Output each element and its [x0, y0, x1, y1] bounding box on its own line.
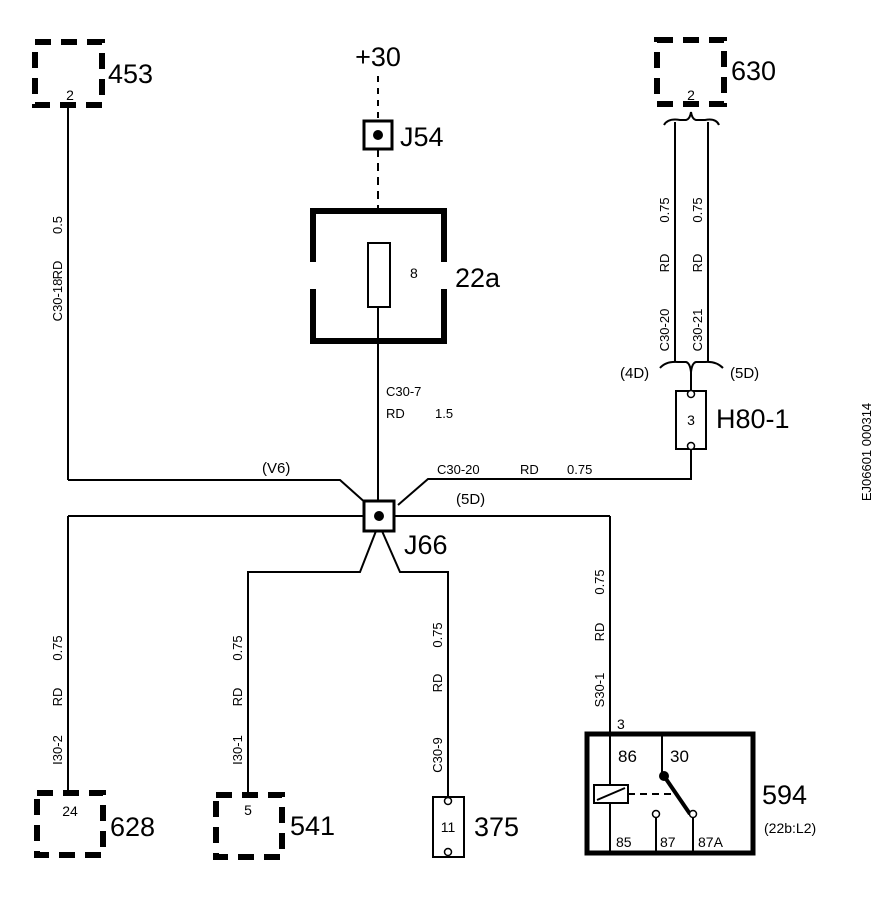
wire-375-size: 0.75 — [430, 622, 445, 647]
relay-85: 85 — [616, 834, 632, 850]
wire-541-code: I30-1 — [230, 735, 245, 765]
wire-541 — [247, 530, 377, 793]
wire-541-color: RD — [230, 688, 245, 707]
wire-22a-code: C30-7 — [386, 384, 421, 399]
wire-630b-code: C30-21 — [690, 309, 705, 352]
connector-453: 2 453 — [32, 39, 153, 108]
relay-label: 594 — [762, 780, 807, 810]
connector-453-pin: 2 — [66, 87, 74, 103]
connector-375-label: 375 — [474, 812, 519, 842]
wire-630b-color: RD — [690, 254, 705, 273]
connector-h80-1: 3 H80-1 — [675, 372, 790, 451]
wire-628-color: RD — [50, 688, 65, 707]
supply-label: +30 — [355, 42, 401, 72]
wire-630a-color: RD — [657, 254, 672, 273]
connector-541-pin: 5 — [244, 802, 252, 818]
junction-j66: J66 — [362, 499, 448, 560]
wire-h80-color: RD — [520, 462, 539, 477]
wire-22a-size: 1.5 — [435, 406, 453, 421]
fuse-element — [367, 242, 391, 308]
relay-ref: (22b:L2) — [764, 820, 816, 836]
connector-628-pin: 24 — [62, 803, 78, 819]
brace-top — [663, 111, 720, 126]
wire-453-color: RD — [50, 261, 65, 280]
connector-630-pin: 2 — [687, 87, 695, 103]
wire-h80 — [397, 449, 692, 506]
junction-j54: J54 — [362, 119, 444, 152]
connector-630-label: 630 — [731, 56, 776, 86]
splice-4d-label: (4D) — [620, 365, 649, 382]
wire-453-label: C30-18 — [50, 279, 65, 322]
wire-630b-size: 0.75 — [690, 197, 705, 222]
wire-630a-size: 0.75 — [657, 197, 672, 222]
connector-375-pin: 11 — [441, 819, 456, 835]
wire-v6 — [68, 479, 369, 506]
wire-630a-code: C30-20 — [657, 309, 672, 352]
wire-541-size: 0.75 — [230, 635, 245, 660]
junction-j54-label: J54 — [400, 122, 444, 152]
wire-375-color: RD — [430, 674, 445, 693]
wire-h80-size: 0.75 — [567, 462, 592, 477]
wire-h80-code: C30-20 — [437, 462, 480, 477]
document-id: EJ06601 000314 — [859, 403, 874, 501]
relay-30: 30 — [670, 747, 689, 766]
splice-5d-h80-label: (5D) — [730, 365, 759, 382]
connector-h80-label: H80-1 — [716, 404, 790, 434]
fuse-box-22a: 8 22a — [310, 208, 501, 344]
wire-22a-color: RD — [386, 406, 405, 421]
wire-375-code: C30-9 — [430, 737, 445, 772]
wire-628-code: I30-2 — [50, 735, 65, 765]
splice-v6-label: (V6) — [262, 460, 290, 477]
wire-594-size: 0.75 — [592, 569, 607, 594]
brace-bottom — [659, 360, 724, 373]
relay-switch — [662, 774, 692, 816]
connector-h80-pin: 3 — [687, 412, 695, 428]
splice-5d-label: (5D) — [456, 491, 485, 508]
connector-628-label: 628 — [110, 812, 155, 842]
connector-375: 11 375 — [432, 796, 519, 858]
wire-375 — [381, 530, 449, 797]
fuse-label: 22a — [455, 263, 501, 293]
wire-594-code: S30-1 — [592, 673, 607, 708]
connector-630: 2 630 — [654, 37, 776, 107]
relay-pin-top: 3 — [617, 716, 625, 732]
relay-87: 87 — [660, 834, 676, 850]
relay-86: 86 — [618, 747, 637, 766]
connector-541: 5 541 — [213, 792, 335, 860]
wire-594-color: RD — [592, 623, 607, 642]
relay-594: 3 86 30 85 87 87A 594 (22b:L2) — [584, 716, 816, 856]
junction-j66-label: J66 — [404, 530, 448, 560]
connector-453-label: 453 — [108, 59, 153, 89]
connector-628: 24 628 — [34, 790, 155, 858]
wire-453-size: 0.5 — [50, 216, 65, 234]
fuse-pin: 8 — [410, 265, 418, 281]
connector-541-label: 541 — [290, 811, 335, 841]
wire-628-size: 0.75 — [50, 635, 65, 660]
relay-87a: 87A — [698, 834, 724, 850]
svg-text:C30-18: C30-18 — [50, 279, 65, 322]
